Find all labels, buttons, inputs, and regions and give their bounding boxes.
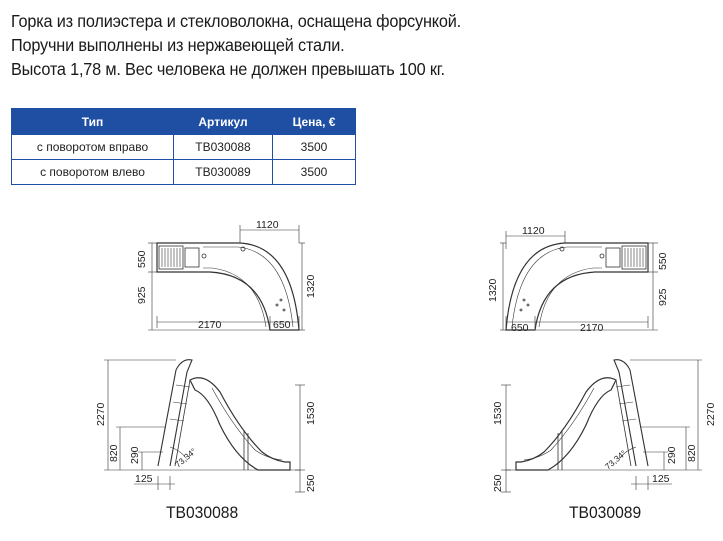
- dim-label: 1530: [305, 401, 317, 425]
- dim-label: 290: [129, 446, 141, 464]
- dim-label: 650: [273, 319, 291, 331]
- dim-label: 820: [108, 444, 120, 462]
- dim-label: 2270: [95, 402, 107, 426]
- dim-label: 550: [657, 252, 669, 270]
- dim-label: 250: [305, 474, 317, 492]
- dim-label: 2270: [705, 402, 717, 426]
- dim-label: 650: [511, 322, 529, 334]
- dim-label: 1120: [522, 225, 545, 237]
- table-row: с поворотом влево TB030089 3500: [11, 159, 356, 185]
- dim-label: 2170: [580, 322, 604, 334]
- header-type: Тип: [11, 108, 174, 135]
- dim-label: 250: [492, 474, 504, 492]
- dim-label: 290: [666, 446, 678, 464]
- right-side-view: 1530 250 73,34° 290 820 2270 125: [492, 359, 717, 493]
- cell-price: 3500: [272, 159, 356, 185]
- description-line: Поручни выполнены из нержавеющей стали.: [11, 35, 345, 55]
- cell-article: TB030089: [173, 159, 273, 185]
- dim-label: 125: [652, 473, 670, 485]
- dim-label: 125: [135, 473, 153, 485]
- price-table: Тип Артикул Цена, € с поворотом вправо T…: [11, 108, 356, 185]
- left-top-view: 1120 550 925 1320 2170 650: [136, 219, 317, 331]
- dim-label: 925: [657, 288, 669, 306]
- dim-label: 2170: [198, 319, 222, 331]
- description-line: Высота 1,78 м. Вес человека не должен пр…: [11, 59, 445, 79]
- dim-label: 820: [686, 444, 698, 462]
- angle-label: 73,34°: [603, 448, 628, 472]
- product-description: Горка из полиэстера и стекловолокна, осн…: [11, 9, 461, 81]
- dim-label: 1530: [492, 401, 504, 425]
- right-top-view: 1120 1320 550 925 650 2170: [487, 225, 669, 334]
- description-line: Горка из полиэстера и стекловолокна, осн…: [11, 11, 461, 31]
- header-price: Цена, €: [272, 108, 356, 135]
- model-label-left: TB030088: [166, 503, 239, 522]
- dim-label: 550: [136, 250, 148, 268]
- dim-label: 1320: [487, 278, 499, 302]
- dim-label: 1120: [256, 219, 279, 231]
- dim-label: 925: [136, 286, 148, 304]
- table-header-row: Тип Артикул Цена, €: [11, 108, 356, 135]
- left-side-view: 2270 820 290 1530 250 125 73,34°: [95, 359, 317, 493]
- model-label-right: TB030089: [569, 503, 642, 522]
- cell-type: с поворотом вправо: [11, 134, 174, 160]
- dim-label: 1320: [305, 274, 317, 298]
